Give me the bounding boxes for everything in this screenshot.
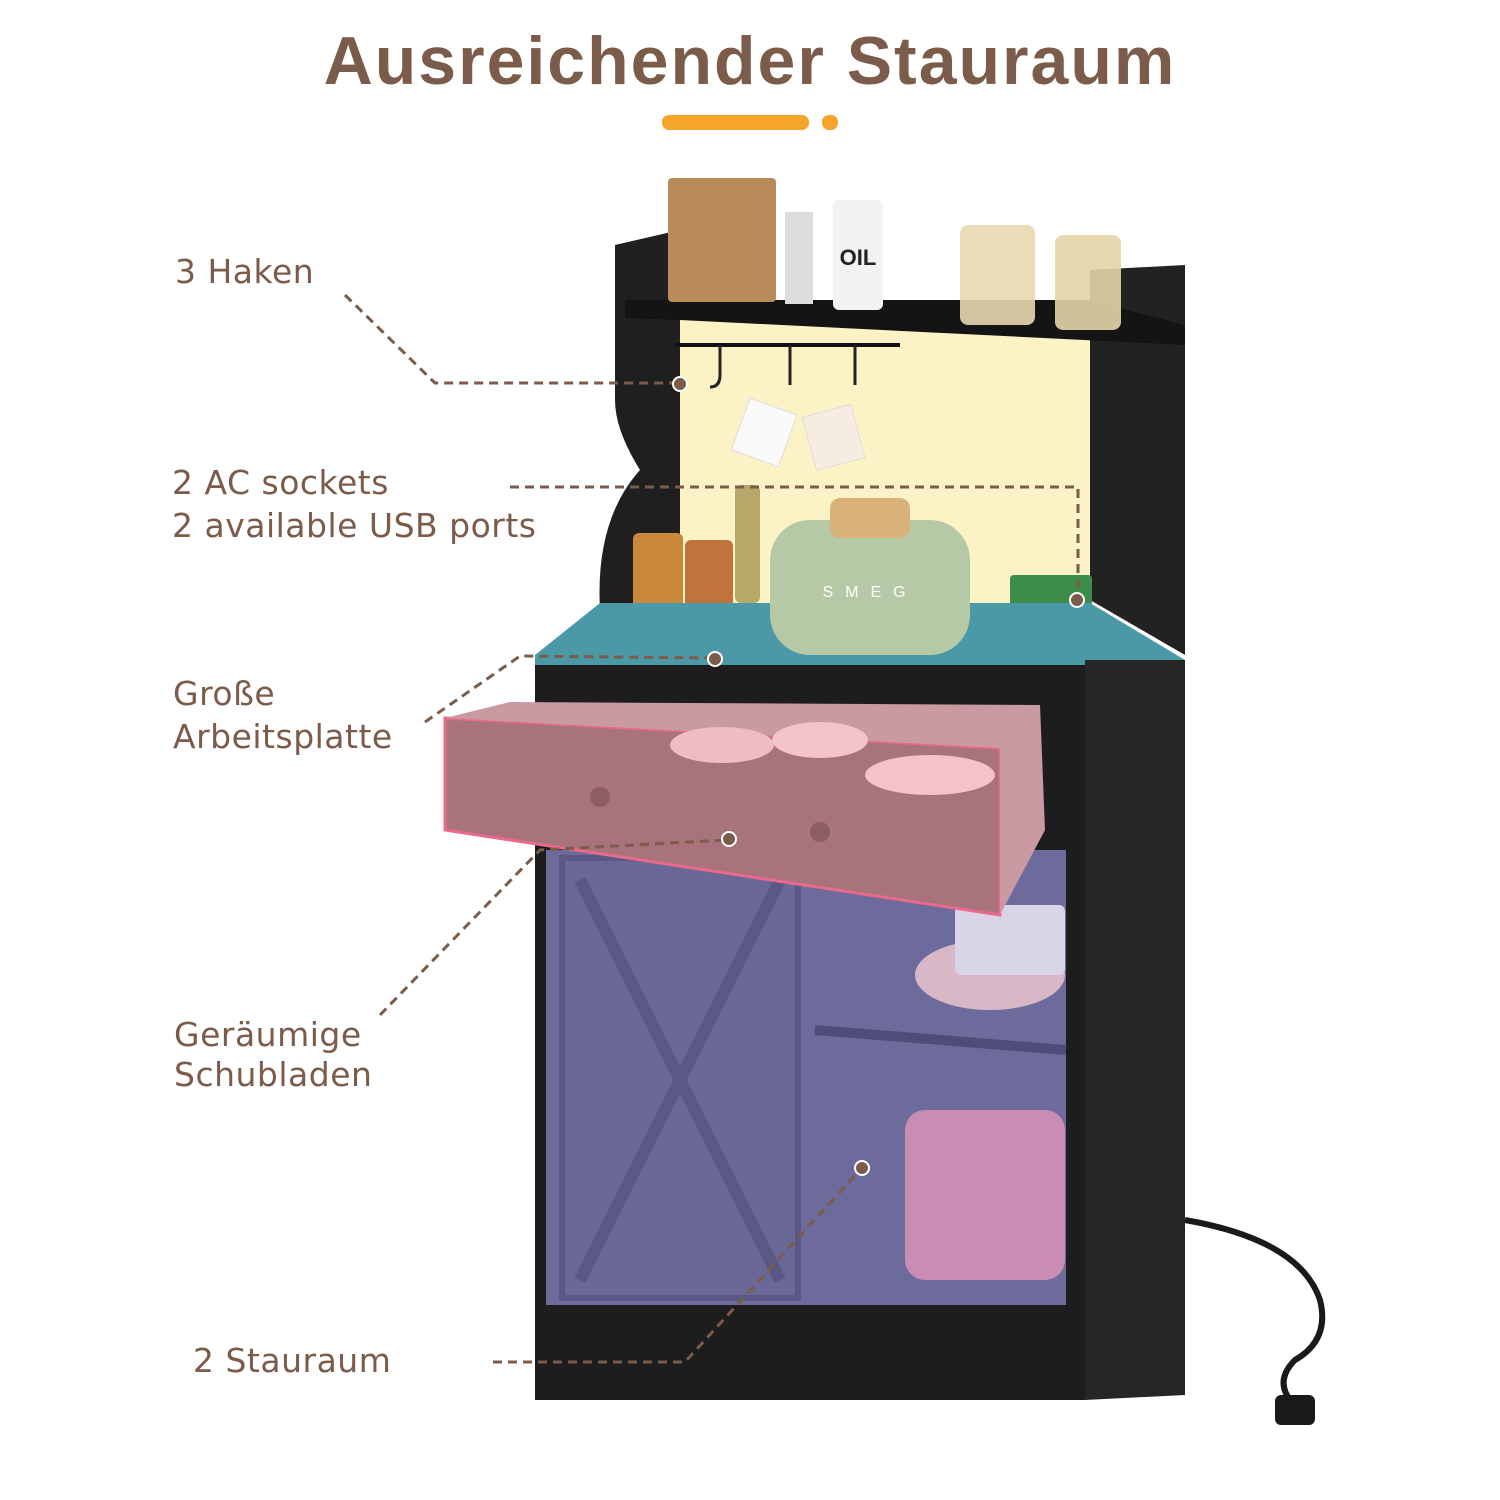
marker-dot [707, 651, 723, 667]
power-plug [1275, 1395, 1315, 1425]
label-storage: 2 Stauraum [193, 1341, 392, 1380]
lower-cabinet-side [1085, 660, 1185, 1400]
plates [865, 755, 995, 795]
label-countertop: Große Arbeitsplatte [173, 672, 393, 758]
drawer-interior [445, 702, 1045, 915]
mug [801, 403, 866, 472]
label-countertop-line2: Arbeitsplatte [173, 717, 393, 756]
oil-bottle [735, 485, 760, 603]
hutch-right-panel [1090, 265, 1185, 655]
marker-dot [672, 376, 688, 392]
title-underline-dot [822, 115, 838, 130]
spice-jar [685, 540, 733, 618]
label-drawer: Geräumige Schubladen [174, 1015, 372, 1095]
inner-shelf [814, 1025, 1067, 1055]
drawer-knob [590, 787, 610, 807]
label-sockets-line1: 2 AC sockets [172, 463, 389, 502]
paper-bag [668, 178, 776, 302]
mug [730, 397, 798, 468]
leader-line-hooks [343, 293, 678, 385]
power-cord [1184, 1217, 1326, 1402]
marker-dot [854, 1160, 870, 1176]
hook [709, 345, 722, 389]
bottle [785, 212, 813, 304]
plates [670, 727, 774, 763]
label-drawer-line1: Geräumige [174, 1015, 362, 1054]
label-hooks: 3 Haken [175, 252, 315, 291]
page-title: Ausreichender Stauraum [323, 23, 1177, 99]
spice-jar [633, 533, 683, 613]
marker-dot [1069, 592, 1085, 608]
toast [830, 498, 910, 538]
title-underline-bar [662, 115, 809, 130]
pasta-jar [1055, 235, 1121, 330]
marker-dot [721, 831, 737, 847]
oil-label: OIL [840, 245, 877, 270]
plates [772, 722, 868, 758]
pot [955, 905, 1065, 975]
pot [905, 1110, 1065, 1280]
drawer-knob [810, 822, 830, 842]
top-shelf [625, 300, 1185, 345]
barn-door-cross [574, 877, 786, 1283]
leader-line-drawer [378, 838, 727, 1017]
toaster-brand: SMEG [822, 584, 917, 601]
pasta-jar [960, 225, 1035, 325]
label-sockets-line2: 2 available USB ports [172, 506, 537, 545]
leader-line-storage [493, 1168, 862, 1364]
label-countertop-line1: Große [173, 674, 276, 713]
label-drawer-line2: Schubladen [174, 1055, 373, 1094]
toaster [770, 520, 970, 655]
leader-line-countertop [424, 654, 713, 724]
label-sockets: 2 AC sockets 2 available USB ports [172, 461, 537, 547]
oil-bottle [833, 200, 883, 310]
hutch-left-panel [599, 230, 680, 610]
